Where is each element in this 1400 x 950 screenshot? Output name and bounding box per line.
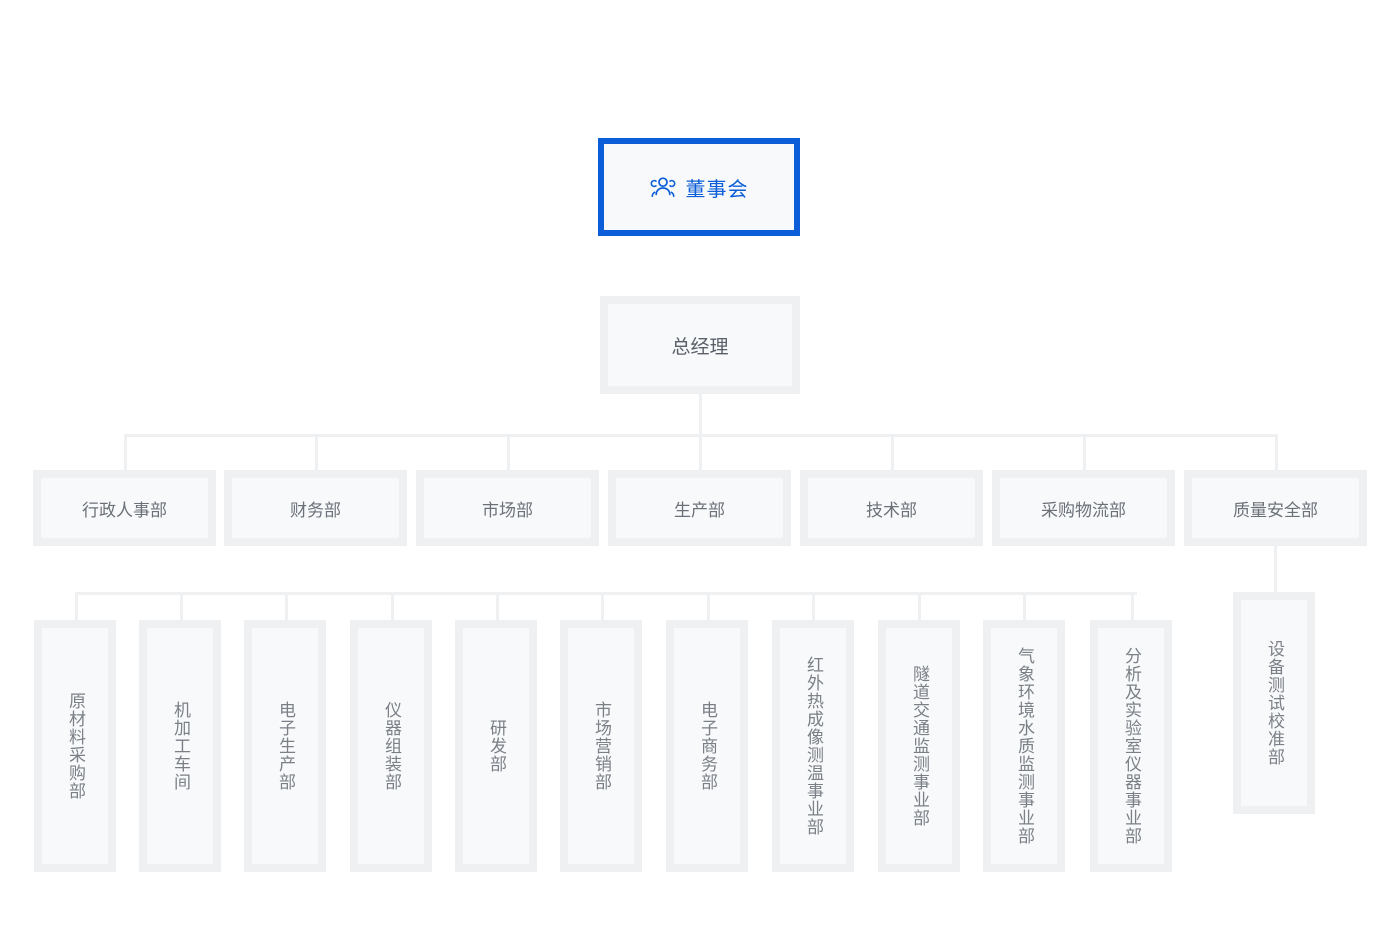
node-leaf-research-development[interactable]: 研发部 xyxy=(455,620,537,872)
node-leaf-machining-workshop-inner: 机加工车间 xyxy=(147,628,213,864)
node-department-admin-hr[interactable]: 行政人事部 xyxy=(33,470,216,546)
connector-leaf-2 xyxy=(285,592,288,620)
node-department-finance-inner: 财务部 xyxy=(232,478,399,538)
node-department-admin-hr-inner: 行政人事部 xyxy=(41,478,208,538)
connector-leaf-6 xyxy=(707,592,710,620)
node-department-admin-hr-label: 行政人事部 xyxy=(82,500,167,520)
node-leaf-machining-workshop-label: 机加工车间 xyxy=(171,701,191,791)
connector-manager-drop xyxy=(699,394,702,434)
connector-leaf-0 xyxy=(75,592,78,620)
connector-dept-3 xyxy=(699,434,702,470)
node-leaf-raw-material-purchasing-inner: 原材料采购部 xyxy=(42,628,108,864)
node-general-manager-inner: 总经理 xyxy=(608,304,792,386)
node-department-finance-label: 财务部 xyxy=(290,500,341,520)
node-leaf-infrared-thermal-imaging-inner: 红外热成像测温事业部 xyxy=(780,628,846,864)
node-department-procurement-logistics[interactable]: 采购物流部 xyxy=(992,470,1175,546)
node-department-quality-safety[interactable]: 质量安全部 xyxy=(1184,470,1367,546)
node-department-market[interactable]: 市场部 xyxy=(416,470,599,546)
node-leaf-infrared-thermal-imaging-label: 红外热成像测温事业部 xyxy=(804,656,824,836)
connector-dept-0 xyxy=(124,434,127,470)
node-leaf-infrared-thermal-imaging[interactable]: 红外热成像测温事业部 xyxy=(772,620,854,872)
node-leaf-analysis-lab-instruments-inner: 分析及实验室仪器事业部 xyxy=(1098,628,1164,864)
node-leaf-ecommerce-label: 电子商务部 xyxy=(698,701,718,791)
connector-leaf-7 xyxy=(812,592,815,620)
node-department-technology-inner: 技术部 xyxy=(808,478,975,538)
connector-leaf-1 xyxy=(180,592,183,620)
node-board-of-directors-label: 董事会 xyxy=(685,178,749,201)
node-leaf-electronics-production[interactable]: 电子生产部 xyxy=(244,620,326,872)
node-board-of-directors-inner: 董事会 xyxy=(604,144,794,230)
node-department-procurement-logistics-inner: 采购物流部 xyxy=(1000,478,1167,538)
node-leaf-analysis-lab-instruments[interactable]: 分析及实验室仪器事业部 xyxy=(1090,620,1172,872)
node-department-technology[interactable]: 技术部 xyxy=(800,470,983,546)
node-leaf-marketing[interactable]: 市场营销部 xyxy=(560,620,642,872)
node-department-technology-label: 技术部 xyxy=(866,500,917,520)
connector-leaf-bus xyxy=(75,592,1137,595)
node-leaf-electronics-production-inner: 电子生产部 xyxy=(252,628,318,864)
node-leaf-equipment-test-calibration-inner: 设备测试校准部 xyxy=(1241,600,1307,806)
connector-leaf-8 xyxy=(918,592,921,620)
connector-leaf-5 xyxy=(601,592,604,620)
node-department-finance[interactable]: 财务部 xyxy=(224,470,407,546)
node-leaf-tunnel-traffic-monitoring-label: 隧道交通监测事业部 xyxy=(910,665,930,827)
connector-dept-4 xyxy=(891,434,894,470)
node-leaf-tunnel-traffic-monitoring[interactable]: 隧道交通监测事业部 xyxy=(878,620,960,872)
node-leaf-meteorological-water-quality-inner: 气象环境水质监测事业部 xyxy=(991,628,1057,864)
connector-leaf-4 xyxy=(496,592,499,620)
node-leaf-marketing-label: 市场营销部 xyxy=(592,701,612,791)
node-general-manager-label: 总经理 xyxy=(671,336,729,358)
node-leaf-marketing-inner: 市场营销部 xyxy=(568,628,634,864)
node-general-manager[interactable]: 总经理 xyxy=(600,296,800,394)
connector-leaf-10 xyxy=(1131,592,1134,620)
node-department-production[interactable]: 生产部 xyxy=(608,470,791,546)
node-leaf-analysis-lab-instruments-label: 分析及实验室仪器事业部 xyxy=(1122,647,1142,845)
node-leaf-raw-material-purchasing[interactable]: 原材料采购部 xyxy=(34,620,116,872)
connector-leaf-3 xyxy=(391,592,394,620)
connector-quality-to-calibration xyxy=(1274,546,1277,592)
connector-leaf-9 xyxy=(1023,592,1026,620)
node-leaf-tunnel-traffic-monitoring-inner: 隧道交通监测事业部 xyxy=(886,628,952,864)
node-department-production-inner: 生产部 xyxy=(616,478,783,538)
group-people-icon xyxy=(650,174,676,200)
node-department-market-label: 市场部 xyxy=(482,500,533,520)
connector-dept-6 xyxy=(1275,434,1278,470)
node-leaf-electronics-production-label: 电子生产部 xyxy=(276,701,296,791)
node-board-of-directors[interactable]: 董事会 xyxy=(598,138,800,236)
node-leaf-equipment-test-calibration-label: 设备测试校准部 xyxy=(1265,640,1285,766)
node-leaf-instrument-assembly-inner: 仪器组装部 xyxy=(358,628,424,864)
node-leaf-equipment-test-calibration[interactable]: 设备测试校准部 xyxy=(1233,592,1315,814)
node-leaf-research-development-label: 研发部 xyxy=(487,719,507,773)
node-leaf-instrument-assembly-label: 仪器组装部 xyxy=(382,701,402,791)
node-leaf-meteorological-water-quality-label: 气象环境水质监测事业部 xyxy=(1015,647,1035,845)
node-department-procurement-logistics-label: 采购物流部 xyxy=(1041,500,1126,520)
node-leaf-ecommerce-inner: 电子商务部 xyxy=(674,628,740,864)
connector-dept-5 xyxy=(1083,434,1086,470)
node-leaf-machining-workshop[interactable]: 机加工车间 xyxy=(139,620,221,872)
node-leaf-instrument-assembly[interactable]: 仪器组装部 xyxy=(350,620,432,872)
node-department-quality-safety-label: 质量安全部 xyxy=(1233,500,1318,520)
node-leaf-research-development-inner: 研发部 xyxy=(463,628,529,864)
node-leaf-meteorological-water-quality[interactable]: 气象环境水质监测事业部 xyxy=(983,620,1065,872)
node-leaf-raw-material-purchasing-label: 原材料采购部 xyxy=(66,692,86,800)
node-department-quality-safety-inner: 质量安全部 xyxy=(1192,478,1359,538)
connector-dept-2 xyxy=(507,434,510,470)
node-department-production-label: 生产部 xyxy=(674,500,725,520)
node-leaf-ecommerce[interactable]: 电子商务部 xyxy=(666,620,748,872)
connector-dept-1 xyxy=(315,434,318,470)
node-department-market-inner: 市场部 xyxy=(424,478,591,538)
